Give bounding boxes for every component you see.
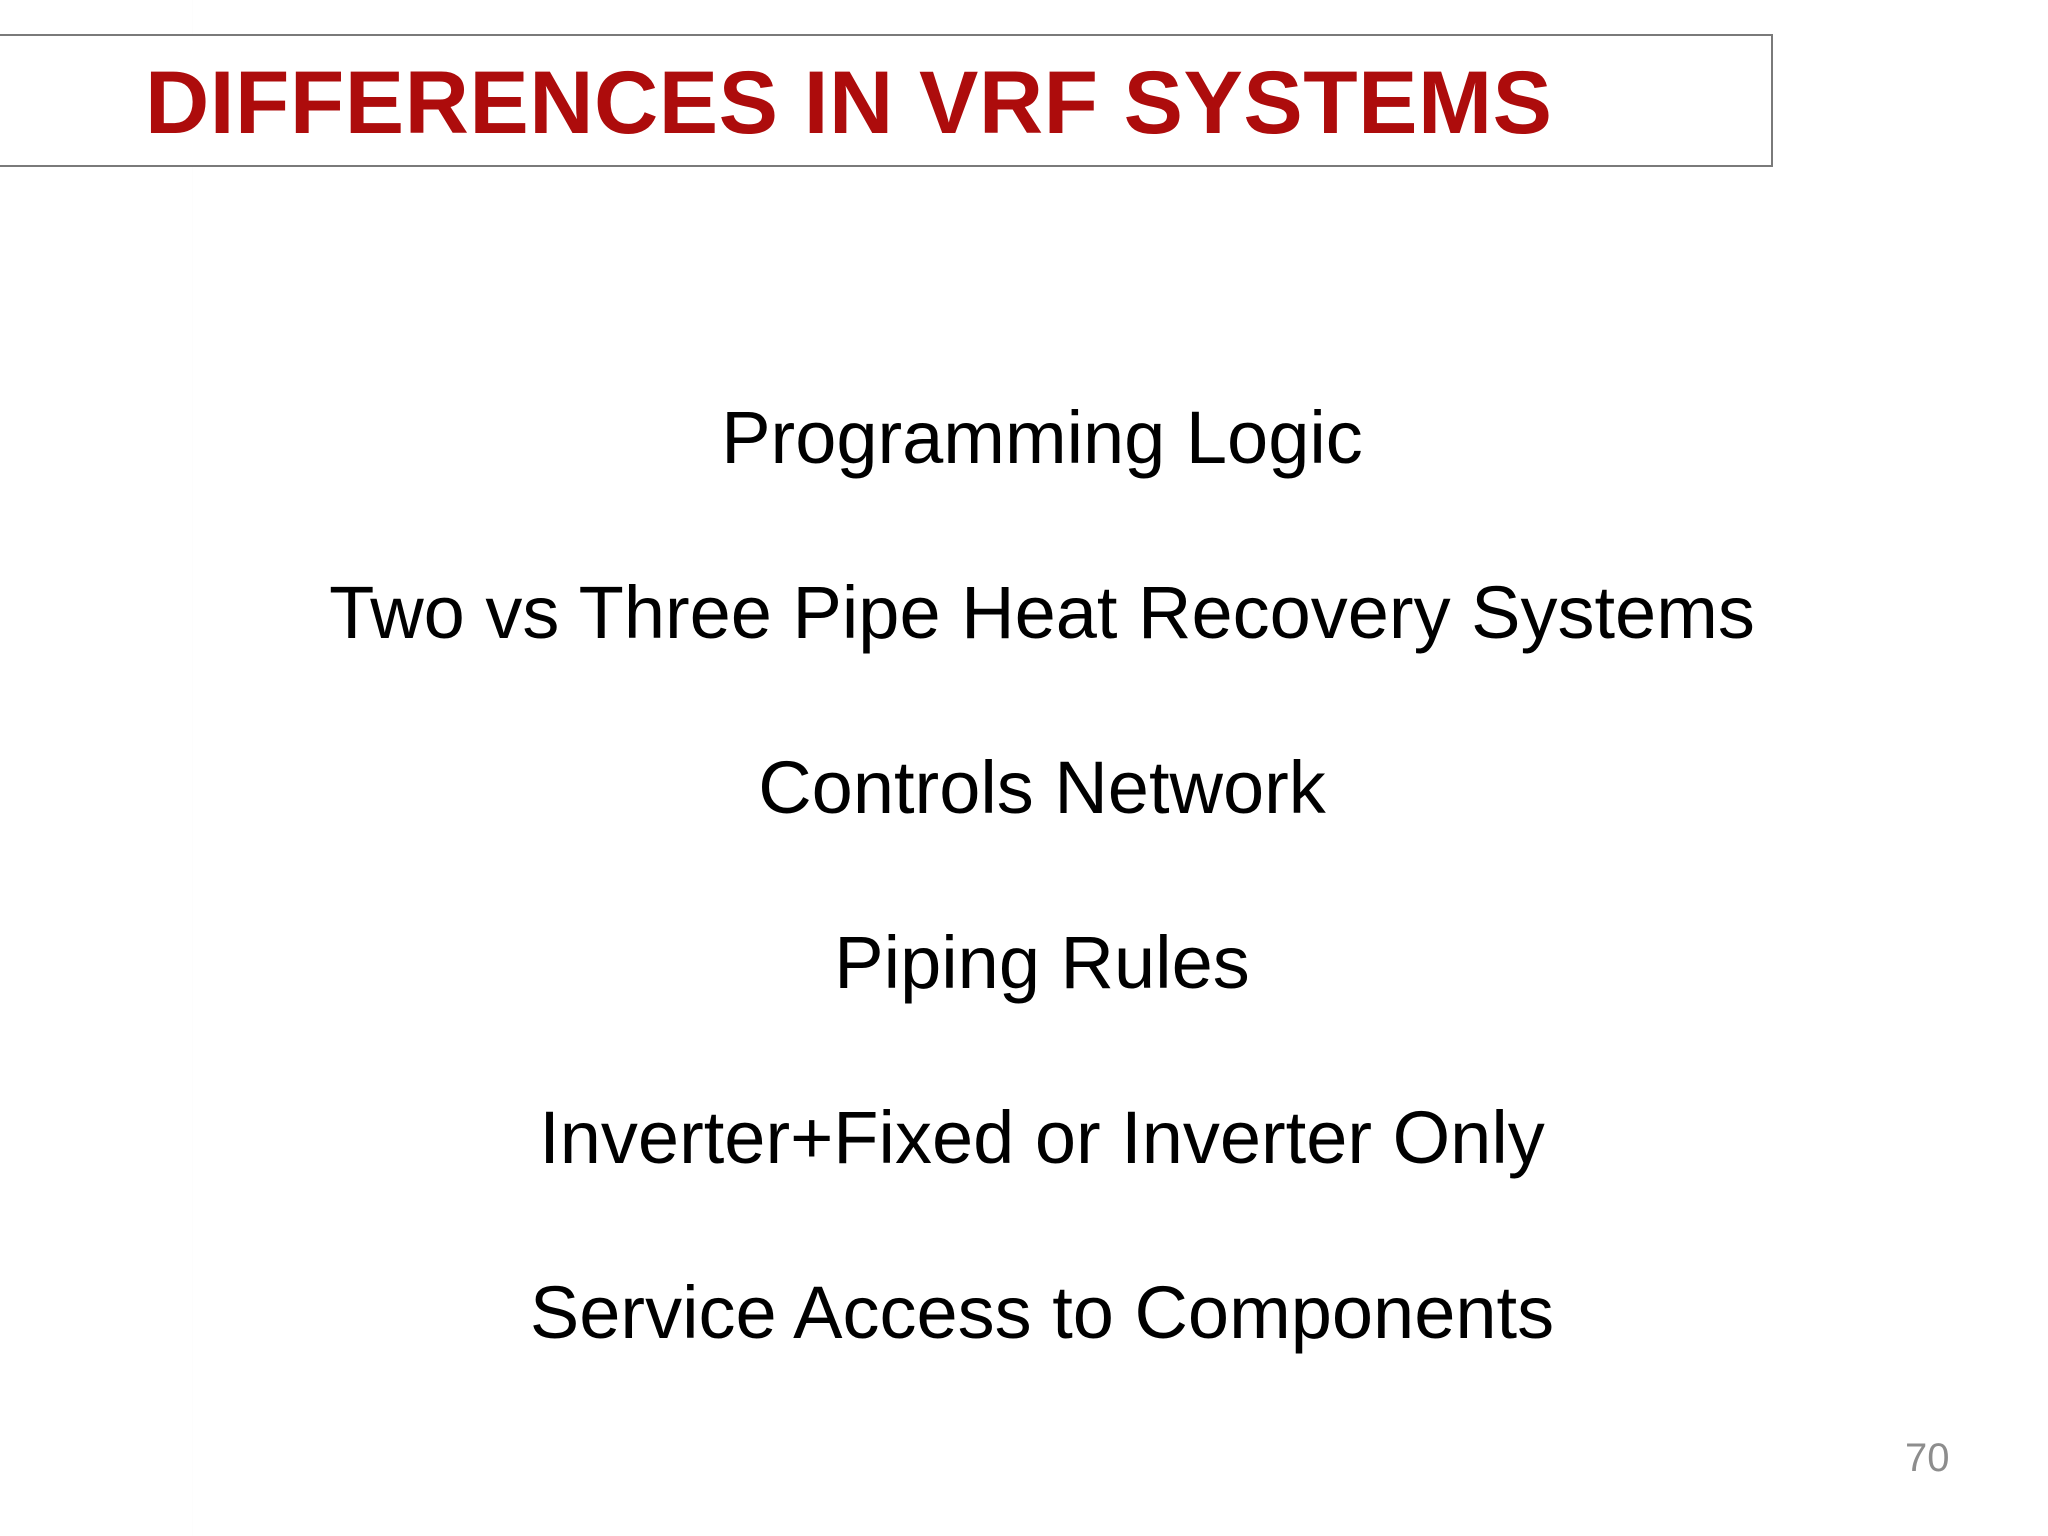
body-line-5: Inverter+Fixed or Inverter Only [539,1096,1545,1179]
page-number: 70 [1905,1436,1950,1480]
body-content-list: Programming Logic Two vs Three Pipe Heat… [192,350,1892,1400]
left-tone-band [0,0,193,1536]
body-line-2: Two vs Three Pipe Heat Recovery Systems [329,571,1755,654]
body-line-6: Service Access to Components [529,1271,1555,1354]
title-box [0,34,1773,167]
page-title: DIFFERENCES IN VRF SYSTEMS [145,52,1553,152]
body-line-4: Piping Rules [834,921,1250,1004]
body-line-1: Programming Logic [721,396,1363,479]
body-line-3: Controls Network [758,746,1326,829]
